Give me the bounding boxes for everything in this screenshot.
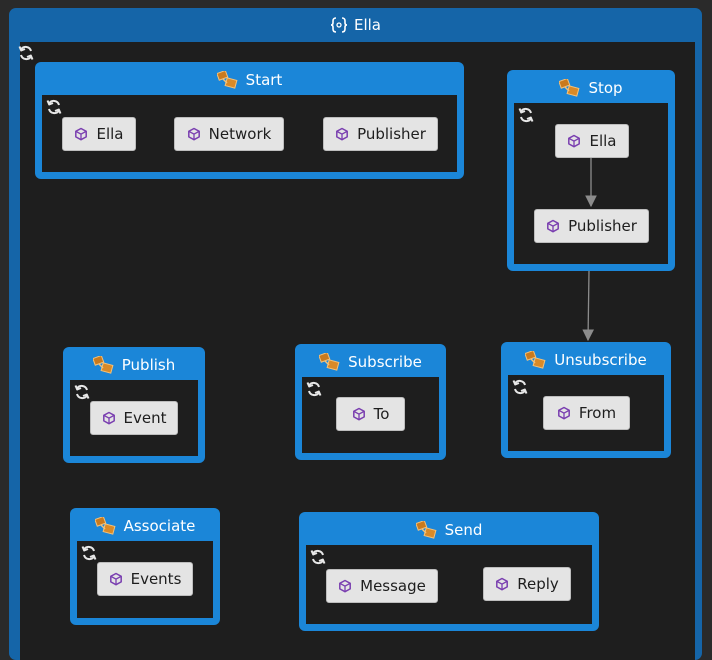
node-start-network[interactable]: Network: [174, 117, 284, 151]
method-cube-icon: [74, 127, 88, 141]
node-unsubscribe-from[interactable]: From: [543, 396, 630, 430]
method-cube-icon: [102, 411, 116, 425]
node-start-publisher[interactable]: Publisher: [323, 117, 438, 151]
group-associate-header: Associate: [70, 514, 220, 538]
group-unsubscribe-title: Unsubscribe: [554, 351, 647, 369]
group-send-body: Message Reply: [306, 545, 592, 624]
node-publish-event[interactable]: Event: [90, 401, 178, 435]
group-stop-body: Ella Publisher: [514, 103, 668, 264]
refresh-cycle-icon: [17, 44, 35, 62]
node-label: Message: [360, 577, 426, 595]
node-label: Reply: [517, 575, 559, 593]
method-cube-icon: [338, 579, 352, 593]
namespace-braces-icon: [330, 16, 348, 34]
class-icon: [217, 71, 239, 89]
group-subscribe-title: Subscribe: [348, 353, 422, 371]
method-cube-icon: [557, 406, 571, 420]
node-start-ella[interactable]: Ella: [62, 117, 136, 151]
refresh-cycle-icon: [73, 383, 91, 401]
group-start[interactable]: Start Ella Network Publisher: [35, 62, 464, 179]
method-cube-icon: [352, 407, 366, 421]
node-associate-events[interactable]: Events: [97, 562, 193, 596]
method-cube-icon: [567, 134, 581, 148]
method-cube-icon: [187, 127, 201, 141]
node-label: To: [373, 405, 390, 423]
node-label: Event: [123, 409, 167, 427]
node-label: Publisher: [568, 217, 637, 235]
class-icon: [525, 351, 547, 369]
node-label: From: [578, 404, 617, 422]
group-send-title: Send: [444, 521, 483, 539]
root-title: Ella: [353, 16, 381, 34]
refresh-cycle-icon: [305, 380, 323, 398]
group-unsubscribe[interactable]: Unsubscribe From: [501, 342, 671, 458]
refresh-cycle-icon: [511, 378, 529, 396]
node-label: Publisher: [357, 125, 426, 143]
root-header: Ella: [9, 16, 702, 34]
node-label: Ella: [96, 125, 124, 143]
refresh-cycle-icon: [309, 548, 327, 566]
node-stop-publisher[interactable]: Publisher: [534, 209, 649, 243]
group-start-title: Start: [245, 71, 283, 89]
method-cube-icon: [495, 577, 509, 591]
refresh-cycle-icon: [517, 106, 535, 124]
group-stop[interactable]: Stop Ella Publisher: [507, 70, 675, 271]
group-send-header: Send: [299, 518, 599, 542]
group-subscribe-body: To: [302, 377, 439, 453]
group-send[interactable]: Send Message Reply: [299, 512, 599, 631]
class-icon: [416, 521, 438, 539]
group-unsubscribe-body: From: [508, 375, 664, 451]
group-publish-title: Publish: [121, 356, 176, 374]
method-cube-icon: [109, 572, 123, 586]
group-associate-title: Associate: [123, 517, 196, 535]
group-publish[interactable]: Publish Event: [63, 347, 205, 463]
group-publish-header: Publish: [63, 353, 205, 377]
class-icon: [559, 79, 581, 97]
node-label: Ella: [589, 132, 617, 150]
class-icon: [93, 356, 115, 374]
node-send-reply[interactable]: Reply: [483, 567, 571, 601]
class-icon: [319, 353, 341, 371]
class-icon: [95, 517, 117, 535]
method-cube-icon: [546, 219, 560, 233]
node-send-message[interactable]: Message: [326, 569, 438, 603]
group-associate-body: Events: [77, 541, 213, 618]
method-cube-icon: [335, 127, 349, 141]
group-associate[interactable]: Associate Events: [70, 508, 220, 625]
group-subscribe[interactable]: Subscribe To: [295, 344, 446, 460]
group-subscribe-header: Subscribe: [295, 350, 446, 374]
group-publish-body: Event: [70, 380, 198, 456]
node-label: Network: [208, 125, 272, 143]
node-subscribe-to[interactable]: To: [336, 397, 405, 431]
group-start-body: Ella Network Publisher: [42, 95, 457, 172]
group-stop-header: Stop: [507, 76, 675, 100]
refresh-cycle-icon: [80, 544, 98, 562]
node-label: Events: [130, 570, 182, 588]
group-unsubscribe-header: Unsubscribe: [501, 348, 671, 372]
group-stop-title: Stop: [588, 79, 623, 97]
group-start-header: Start: [35, 68, 464, 92]
refresh-cycle-icon: [45, 98, 63, 116]
node-stop-ella[interactable]: Ella: [555, 124, 629, 158]
